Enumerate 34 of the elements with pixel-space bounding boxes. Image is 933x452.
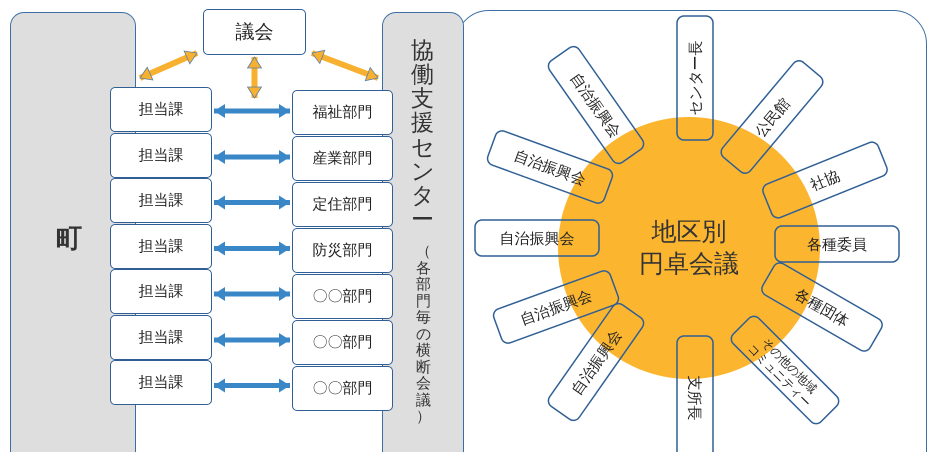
double-arrow: [138, 50, 198, 81]
division-box: 福祉部門: [292, 90, 393, 135]
section-box: 担当課: [110, 224, 212, 269]
double-arrow: [214, 150, 290, 164]
member-box: 社協: [760, 139, 890, 221]
division-box: 産業部門: [292, 136, 393, 181]
circle-title: 地区別: [652, 216, 726, 248]
double-arrow: [310, 50, 380, 82]
section-box: 担当課: [110, 360, 212, 405]
section-box: 担当課: [110, 133, 212, 178]
double-arrow: [214, 242, 290, 256]
panel-label: 町: [56, 223, 82, 256]
section-box: 担当課: [110, 315, 212, 360]
circle-title: 円卓会議: [639, 248, 739, 280]
section-box: 担当課: [110, 269, 212, 314]
member-box: 支所長: [676, 335, 714, 452]
member-box: センター長: [676, 15, 714, 141]
section-box: 担当課: [110, 178, 212, 223]
vertical-label: （各部門毎の横断会議）: [416, 243, 431, 424]
vertical-label: 協働支援センター: [411, 39, 434, 232]
division-box: 〇〇部門: [292, 274, 393, 319]
division-box: 〇〇部門: [292, 320, 393, 365]
double-arrow: [214, 287, 290, 301]
division-box: 防災部門: [292, 228, 393, 273]
double-arrow: [214, 378, 290, 392]
council-box: 議会: [203, 9, 306, 55]
double-arrow: [214, 196, 290, 210]
center-panel: [382, 12, 464, 452]
double-arrow: [247, 56, 262, 98]
division-box: 定住部門: [292, 182, 393, 227]
double-arrow: [214, 104, 290, 118]
division-box: 〇〇部門: [292, 366, 393, 411]
section-box: 担当課: [110, 87, 212, 132]
double-arrow: [214, 333, 290, 347]
